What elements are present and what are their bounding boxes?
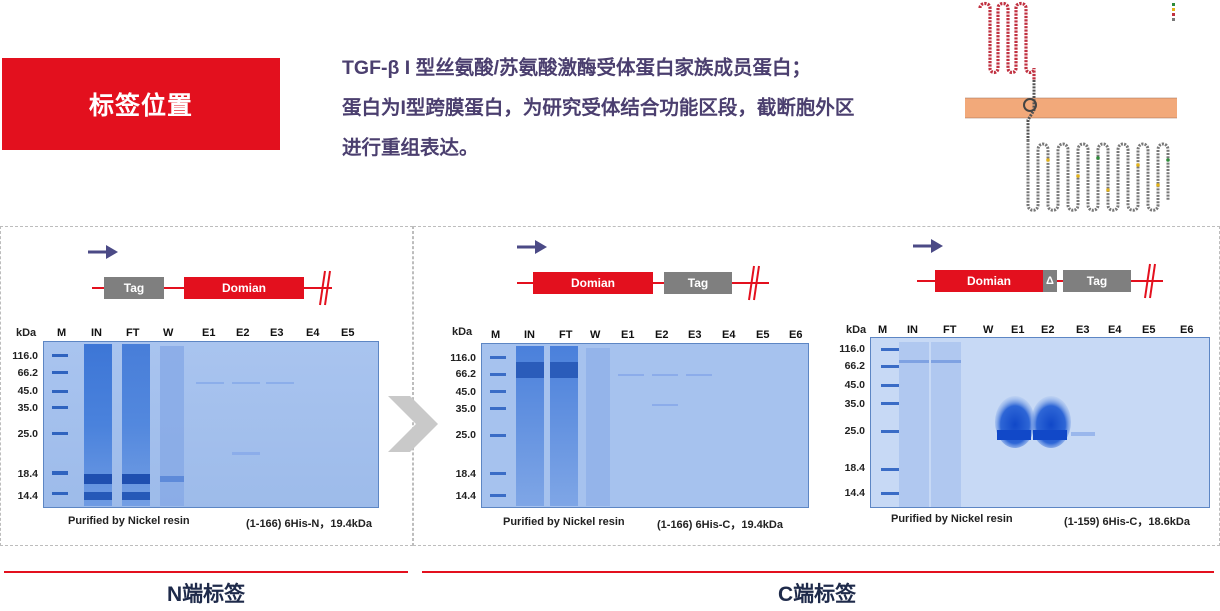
intro-line-1: TGF-β I 型丝氨酸/苏氨酸激酶受体蛋白家族成员蛋白； — [342, 57, 812, 79]
domain-box: Domian — [935, 270, 1043, 292]
n-tag-section-label: N端标签 — [167, 583, 246, 606]
panel-n-terminal — [0, 226, 413, 546]
tag-box: Tag — [104, 277, 164, 299]
chevron-right-icon — [388, 396, 438, 452]
domain-box: Domian — [184, 277, 304, 299]
caption-method: Purified by Nickel resin — [503, 516, 625, 528]
construct-diagram-n: Tag Domian — [92, 270, 342, 306]
break-mark-icon — [319, 270, 331, 306]
c-tag-divider — [422, 571, 1214, 573]
topology-diagram-graphic — [965, 1, 1177, 212]
delta-box: Δ — [1043, 270, 1057, 292]
caption-construct-info: (1-166) 6His-C，19.4kDa — [657, 519, 783, 531]
caption-construct-info: (1-166) 6His-N，19.4kDa — [246, 518, 372, 530]
sds-page-gel-3 — [870, 337, 1210, 508]
tag-box: Tag — [664, 272, 732, 294]
caption-method: Purified by Nickel resin — [68, 515, 190, 527]
kda-label: kDa — [452, 326, 473, 338]
n-tag-divider — [4, 571, 408, 573]
tag-box: Tag — [1063, 270, 1131, 292]
intro-line-3: 进行重组表达。 — [342, 137, 479, 159]
membrane-topology-figure — [962, 0, 1194, 215]
banner-label: 标签位置 — [88, 92, 193, 120]
break-mark-icon — [1144, 263, 1156, 299]
intro-line-2: 蛋白为I型跨膜蛋白，为研究受体结合功能区段，截断胞外区 — [342, 97, 855, 119]
direction-arrow-icon — [88, 245, 118, 259]
intro-text: TGF-β I 型丝氨酸/苏氨酸激酶受体蛋白家族成员蛋白； 蛋白为I型跨膜蛋白，… — [342, 48, 962, 168]
direction-arrow-icon — [913, 239, 943, 253]
caption-construct-info: (1-159) 6His-C，18.6kDa — [1064, 516, 1190, 528]
caption-method: Purified by Nickel resin — [891, 513, 1013, 525]
kda-label: kDa — [16, 327, 37, 339]
domain-box: Domian — [533, 272, 653, 294]
construct-diagram-c-delta: Domian Δ Tag — [917, 263, 1167, 299]
sds-page-gel-2 — [481, 343, 809, 508]
c-tag-section-label: C端标签 — [778, 583, 857, 606]
construct-diagram-c: Domian Tag — [517, 265, 777, 301]
kda-label: kDa — [846, 324, 867, 336]
sds-page-gel-1 — [43, 341, 379, 508]
break-mark-icon — [748, 265, 760, 301]
section-banner-tag-position: 标签位置 — [2, 58, 280, 150]
direction-arrow-icon — [517, 240, 547, 254]
